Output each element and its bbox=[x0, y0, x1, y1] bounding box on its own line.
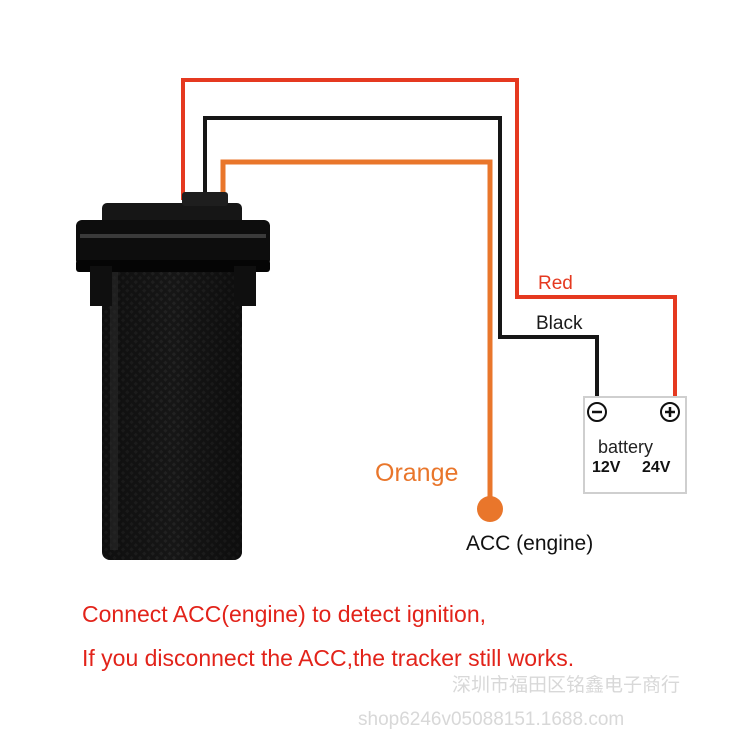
orange-wire bbox=[220, 159, 493, 505]
acc-connection-dot bbox=[477, 496, 503, 522]
caption-line-2: If you disconnect the ACC,the tracker st… bbox=[82, 645, 575, 671]
red-wire-label: Red bbox=[538, 273, 573, 294]
voltage-12v-label: 12V bbox=[592, 459, 621, 476]
plus-icon bbox=[660, 402, 680, 422]
battery-label: battery bbox=[598, 437, 654, 457]
watermark-shop-name: 深圳市福田区铭鑫电子商行 bbox=[452, 675, 681, 696]
watermark-url: shop6246v05088151.1688.com bbox=[358, 709, 625, 730]
acc-engine-label: ACC (engine) bbox=[466, 532, 594, 555]
caption-line-1: Connect ACC(engine) to detect ignition, bbox=[82, 601, 487, 627]
black-wire-label: Black bbox=[536, 313, 583, 334]
minus-icon bbox=[587, 402, 607, 422]
voltage-24v-label: 24V bbox=[642, 459, 671, 476]
black-wire bbox=[203, 116, 599, 408]
gps-tracker-device bbox=[76, 192, 270, 560]
orange-wire-label: Orange bbox=[375, 459, 459, 487]
red-wire bbox=[181, 78, 677, 408]
